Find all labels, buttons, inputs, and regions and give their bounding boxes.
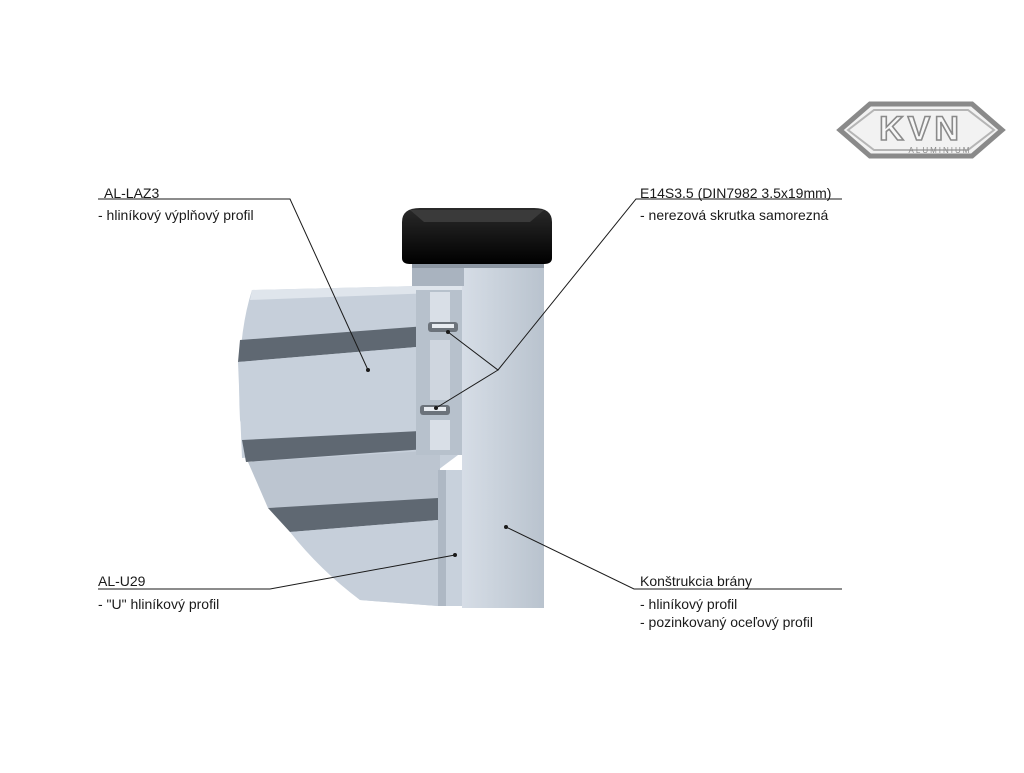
panel-cutaway [238,285,462,606]
callout-frame-title: Konštrukcia brány [640,573,753,589]
leader-frame [505,526,842,590]
leader-dots [366,330,508,557]
leader-al-u29 [98,554,456,590]
u-profile [416,290,464,606]
slat-face-1 [238,345,440,458]
leader-screw-2 [435,369,499,409]
callout-al-laz3-title: AL-LAZ3 [104,185,160,201]
callout-al-laz3-desc: - hliníkový výplňový profil [98,207,254,223]
logo-mark: KVN [879,110,963,148]
slat-groove-3 [268,498,438,532]
callout-al-u29-desc: - "U" hliníkový profil [98,596,220,612]
slat-groove-1 [238,325,440,362]
slat-groove-2 [242,430,440,462]
callout-al-u29-title: AL-U29 [98,573,146,589]
callout-frame-desc-2: - pozinkovaný oceľový profil [640,614,813,630]
callout-screw-desc: - nerezová skrutka samorezná [640,207,829,223]
slat-face-3 [290,520,438,606]
callout-frame-desc-1: - hliníkový profil [640,596,738,612]
leader-screw [447,198,842,371]
leader-al-laz3 [98,198,369,371]
slat-face-2 [248,450,440,508]
leader-lines [98,198,842,590]
gate-post [412,262,544,608]
kvn-logo: KVN ALUMINIUM [836,101,1006,159]
post-cap [402,208,552,264]
callout-screw-title: E14S3.5 (DIN7982 3.5x19mm) [640,185,832,201]
logo-subtitle: ALUMINIUM [909,146,972,155]
